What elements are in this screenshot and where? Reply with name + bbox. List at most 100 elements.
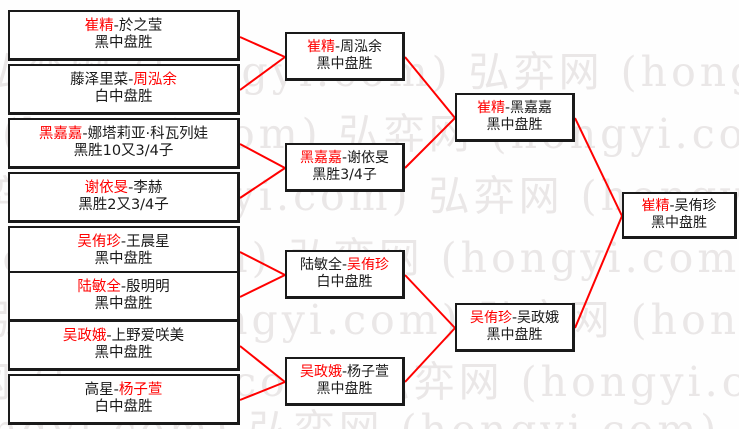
versus-dash: - xyxy=(504,100,511,117)
player-winner: 崔精 xyxy=(306,39,335,56)
match-players: 吴政娥-上野爱咲美 xyxy=(63,328,184,345)
match-result: 黑中盘胜 xyxy=(651,215,707,231)
player-loser: 娜塔莉亚·科瓦列娃 xyxy=(87,125,209,142)
match-result: 黑中盘胜 xyxy=(94,251,153,267)
connector-line xyxy=(574,215,623,329)
player-winner: 吴政娥 xyxy=(62,327,107,344)
versus-dash: - xyxy=(82,125,88,142)
match-result: 黑中盘胜 xyxy=(316,56,373,72)
connector-line xyxy=(239,345,286,383)
versus-dash: - xyxy=(341,150,348,167)
match-players: 崔精-於之莹 xyxy=(85,18,163,35)
player-winner: 吴侑珍 xyxy=(77,233,121,250)
player-loser: 上野爱咲美 xyxy=(111,327,185,344)
match-box[interactable]: 黑嘉嘉-娜塔莉亚·科瓦列娃黑胜10又3/4子 xyxy=(8,118,240,169)
player-winner: 吴侑珍 xyxy=(347,257,390,274)
player-winner: 杨子萱 xyxy=(118,381,163,398)
player-loser: 吴政娥 xyxy=(517,310,560,327)
match-players: 吴侑珍-吴政娥 xyxy=(470,310,559,327)
player-loser: 殷明明 xyxy=(126,278,170,295)
versus-dash: - xyxy=(128,71,134,88)
player-loser: 李赫 xyxy=(133,179,163,196)
connector-line xyxy=(404,274,456,329)
match-players: 吴侑珍-王晨星 xyxy=(77,234,169,251)
match-result: 黑胜10又3/4子 xyxy=(73,143,174,159)
match-result: 白中盘胜 xyxy=(94,89,153,105)
versus-dash: - xyxy=(341,364,348,381)
versus-dash: - xyxy=(113,381,119,398)
match-box[interactable]: 崔精-吴侑珍黑中盘胜 xyxy=(622,192,737,239)
match-result: 黑胜2又3/4子 xyxy=(78,197,169,213)
versus-dash: - xyxy=(128,179,134,196)
versus-dash: - xyxy=(120,233,127,250)
connector-line xyxy=(239,167,286,199)
player-winner: 崔精 xyxy=(476,100,505,117)
versus-dash: - xyxy=(106,327,112,344)
player-winner: 周泓余 xyxy=(133,71,177,88)
player-winner: 陆敏全 xyxy=(77,278,121,295)
player-winner: 吴侑珍 xyxy=(469,310,512,327)
versus-dash: - xyxy=(120,278,127,295)
match-result: 黑胜3/4子 xyxy=(312,167,377,183)
match-players: 黑嘉嘉-娜塔莉亚·科瓦列娃 xyxy=(39,126,208,143)
match-box[interactable]: 藤泽里菜-周泓余白中盘胜 xyxy=(8,64,240,115)
match-result: 黑中盘胜 xyxy=(94,35,153,51)
versus-dash: - xyxy=(511,310,518,327)
match-box[interactable]: 崔精-周泓余黑中盘胜 xyxy=(285,32,405,81)
player-loser: 高星 xyxy=(84,381,114,398)
player-winner: 崔精 xyxy=(641,198,670,215)
versus-dash: - xyxy=(113,17,119,34)
match-players: 高星-杨子萱 xyxy=(85,382,163,399)
match-box[interactable]: 吴侑珍-吴政娥黑中盘胜 xyxy=(455,303,575,352)
player-winner: 黑嘉嘉 xyxy=(299,150,342,167)
match-box[interactable]: 陆敏全-殷明明黑中盘胜 xyxy=(8,271,240,322)
player-winner: 黑嘉嘉 xyxy=(38,125,83,142)
match-result: 黑中盘胜 xyxy=(94,296,153,312)
match-box[interactable]: 陆敏全-吴侑珍白中盘胜 xyxy=(285,250,405,299)
player-winner: 谢依旻 xyxy=(84,179,129,196)
match-box[interactable]: 高星-杨子萱白中盘胜 xyxy=(8,374,240,425)
match-box[interactable]: 崔精-黑嘉嘉黑中盘胜 xyxy=(455,93,575,142)
player-loser: 黑嘉嘉 xyxy=(510,100,553,117)
match-players: 崔精-吴侑珍 xyxy=(641,198,716,215)
match-result: 黑中盘胜 xyxy=(316,381,373,397)
player-loser: 谢依旻 xyxy=(347,150,390,167)
match-players: 黑嘉嘉-谢依旻 xyxy=(300,150,389,167)
connector-line xyxy=(239,251,286,276)
connector-line xyxy=(239,381,286,401)
match-box[interactable]: 谢依旻-李赫黑胜2又3/4子 xyxy=(8,172,240,223)
match-box[interactable]: 吴政娥-上野爱咲美黑中盘胜 xyxy=(8,320,240,371)
match-box[interactable]: 吴侑珍-王晨星黑中盘胜 xyxy=(8,226,240,277)
match-box[interactable]: 黑嘉嘉-谢依旻黑胜3/4子 xyxy=(285,143,405,192)
match-players: 谢依旻-李赫 xyxy=(85,180,163,197)
player-loser: 杨子萱 xyxy=(347,364,390,381)
match-result: 白中盘胜 xyxy=(316,274,373,290)
connector-line xyxy=(239,143,286,169)
match-players: 藤泽里菜-周泓余 xyxy=(70,72,177,89)
match-players: 崔精-周泓余 xyxy=(307,39,382,56)
player-winner: 吴政娥 xyxy=(299,364,342,381)
player-winner: 崔精 xyxy=(84,17,114,34)
match-box[interactable]: 吴政娥-杨子萱黑中盘胜 xyxy=(285,357,405,406)
connector-line xyxy=(574,117,623,217)
match-result: 黑中盘胜 xyxy=(94,345,153,361)
player-loser: 王晨星 xyxy=(126,233,170,250)
match-players: 陆敏全-吴侑珍 xyxy=(300,257,389,274)
match-box[interactable]: 崔精-於之莹黑中盘胜 xyxy=(8,10,240,61)
versus-dash: - xyxy=(334,39,341,56)
connector-line xyxy=(239,56,286,91)
match-result: 黑中盘胜 xyxy=(486,117,543,133)
player-loser: 於之莹 xyxy=(118,17,163,34)
match-players: 吴政娥-杨子萱 xyxy=(300,364,389,381)
versus-dash: - xyxy=(669,198,675,215)
match-players: 崔精-黑嘉嘉 xyxy=(477,100,552,117)
match-result: 白中盘胜 xyxy=(94,399,153,415)
connector-line xyxy=(239,36,286,58)
player-loser: 陆敏全 xyxy=(299,257,342,274)
connector-line xyxy=(404,56,456,119)
versus-dash: - xyxy=(341,257,348,274)
player-loser: 吴侑珍 xyxy=(674,198,717,215)
connector-line xyxy=(404,327,456,383)
player-loser: 藤泽里菜 xyxy=(70,71,129,88)
